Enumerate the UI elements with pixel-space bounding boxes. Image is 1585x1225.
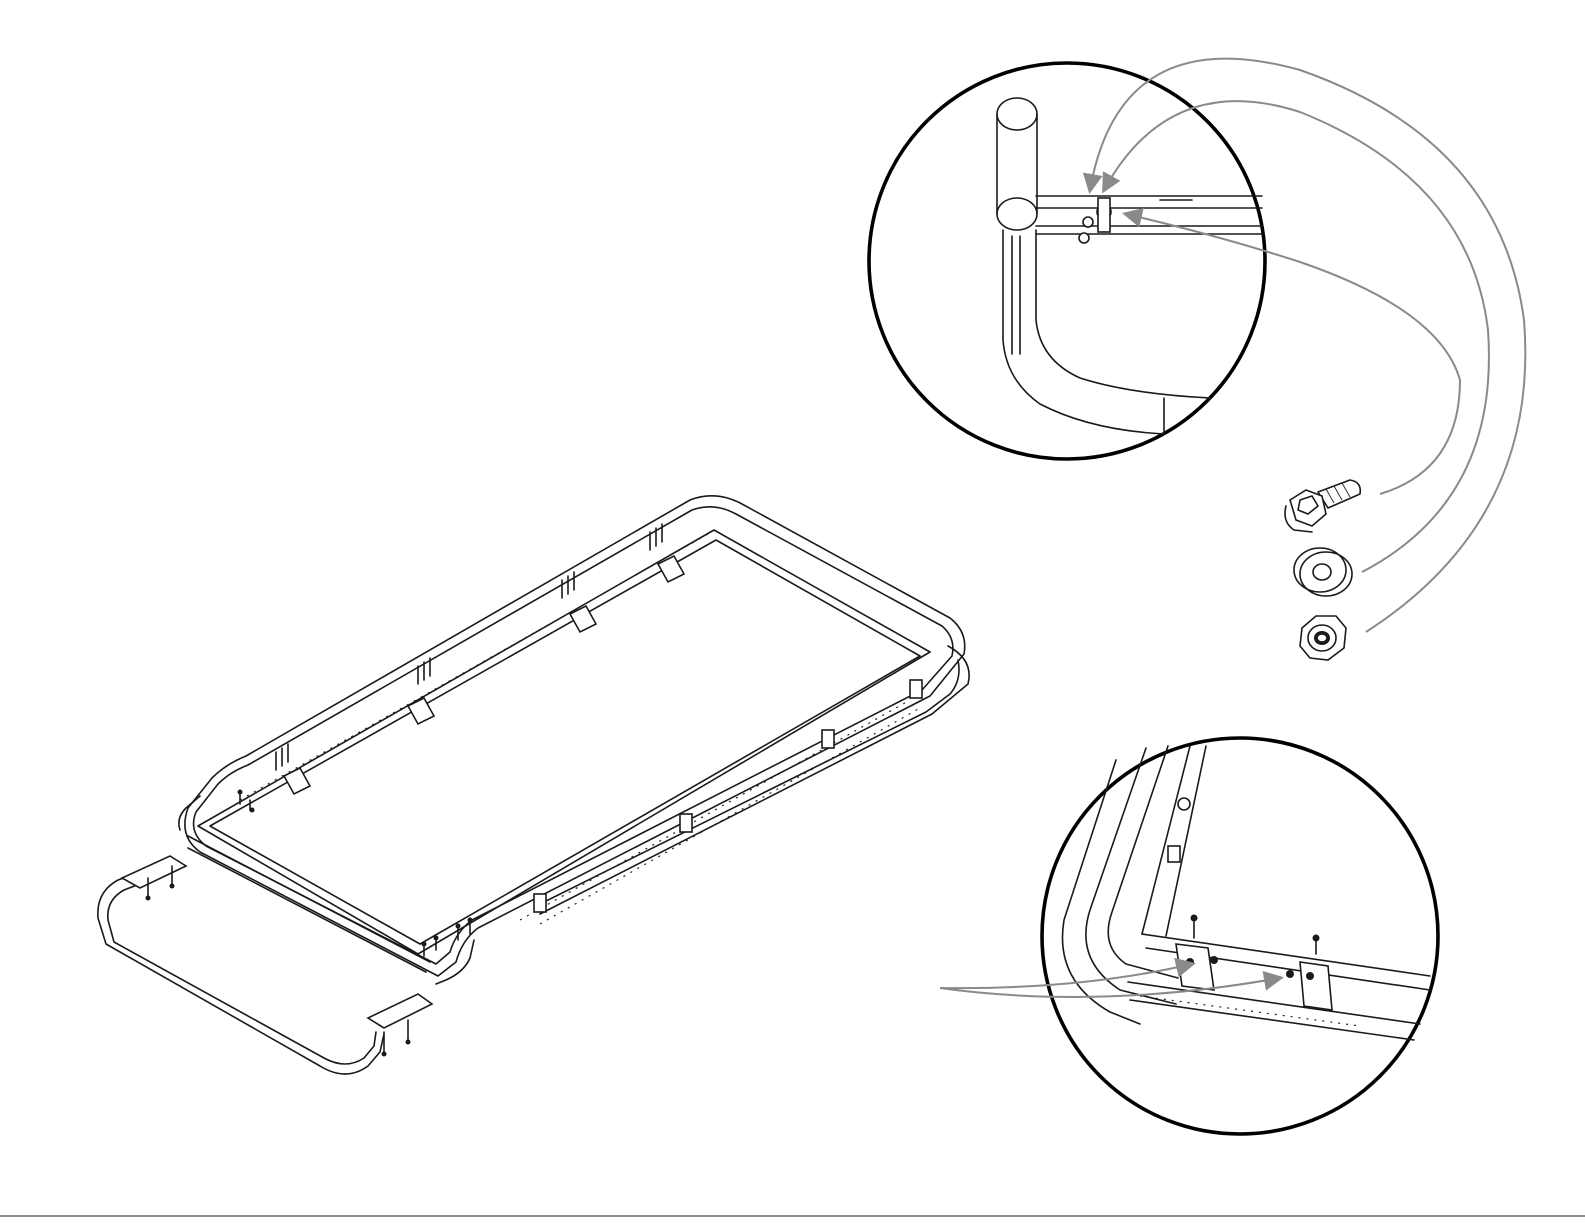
- main-frame-assembly: [98, 496, 969, 1074]
- end-bracket-right: [368, 994, 432, 1028]
- clamp-2: [680, 814, 692, 832]
- flat-washer-icon: [1294, 548, 1352, 596]
- lower-bracket-right: [1300, 962, 1332, 1010]
- detail-circle-upper: [869, 63, 1265, 459]
- post-tube: [997, 114, 1037, 214]
- hole-row-front: [520, 700, 910, 920]
- callout-lower-left: [940, 964, 1192, 988]
- clamp-4: [910, 680, 922, 698]
- lock-nut-icon: [1300, 616, 1346, 660]
- bracket-post-3: [562, 572, 574, 598]
- clamp-1: [534, 894, 546, 912]
- rail-top: [1036, 196, 1262, 208]
- hardware: [1285, 480, 1360, 660]
- post-bracket: [1012, 236, 1020, 354]
- end-bracket-left: [122, 856, 186, 888]
- rail-angle: [1036, 226, 1262, 234]
- clamp-3: [822, 730, 834, 748]
- detail-washer: [1083, 217, 1093, 227]
- lower-rail-bottom: [1128, 982, 1420, 1040]
- end-tube: [98, 862, 384, 1074]
- post-top-opening: [997, 98, 1037, 130]
- callout-arrows-upper: [1090, 59, 1525, 632]
- detail-nut: [1079, 233, 1089, 243]
- callout-nut: [1090, 59, 1525, 632]
- post-mid-opening: [997, 198, 1037, 230]
- callout-arrows-lower: [940, 964, 1280, 997]
- detail-circle-lower: [1042, 738, 1438, 1134]
- detail-circle-upper-border: [869, 63, 1265, 459]
- flange-bolt-icon: [1285, 480, 1360, 532]
- outer-rail-bottom-inner: [188, 660, 959, 972]
- plate-hole: [1178, 798, 1190, 810]
- post-lower: [1003, 230, 1210, 434]
- hole-row-front-2: [540, 708, 920, 924]
- detail-clip: [1098, 198, 1110, 232]
- callout-bolt: [1126, 214, 1460, 494]
- detail-circle-lower-border: [1042, 738, 1438, 1134]
- lower-plate: [1142, 746, 1206, 936]
- plate-tab: [1168, 846, 1180, 862]
